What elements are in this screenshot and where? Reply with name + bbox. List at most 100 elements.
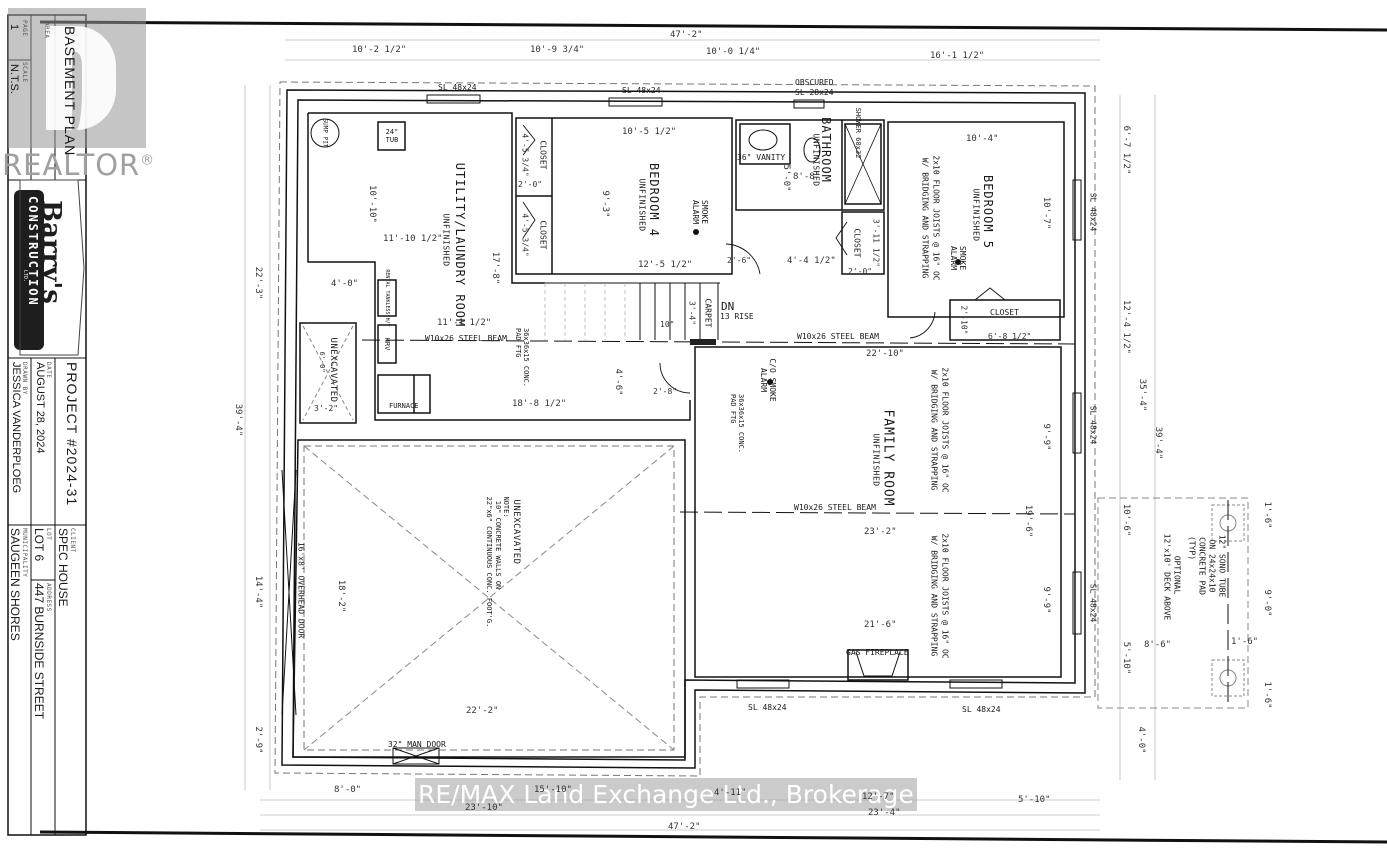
dim-left-2: 14'-4" xyxy=(253,575,263,609)
shower: SHOWER 60x32 xyxy=(854,107,862,159)
dim: 2'-0" xyxy=(848,267,873,276)
closet-label: CLOSET xyxy=(990,308,1019,317)
dim: 2'-6" xyxy=(727,256,752,265)
sheet-title: BASEMENT PLAN xyxy=(62,26,78,157)
stairs-tread: 10" xyxy=(660,320,675,329)
dim-bottom-overall: 47'-2" xyxy=(668,822,701,832)
date-value: AUGUST 28, 2024 xyxy=(34,362,46,454)
window-obscured-label: OBSCURED xyxy=(795,78,834,87)
vanity: 36" VANITY xyxy=(737,153,786,162)
conc-pad-footing: 36x36x15 CONC. PAD FTG xyxy=(514,328,530,388)
room-name: BEDROOM 5 xyxy=(981,174,995,250)
dim-right-2: 12'-4 1/2" xyxy=(1121,299,1131,355)
dim-right-5: 4'-0" xyxy=(1136,726,1146,754)
dim: 2'-10" xyxy=(959,305,969,335)
dim-deck-5: 8'-6" xyxy=(1144,640,1172,650)
window-right-2: SL 48x24 xyxy=(1088,405,1098,445)
dim: 4'-5 3/4" xyxy=(520,213,530,257)
tankless-water-heater: RENTAL TANKLESS H/T xyxy=(384,269,390,327)
room-status: UNFINISHED xyxy=(637,178,647,232)
dim: 21'-6" xyxy=(864,620,897,630)
municipality-value: SAUGEEN SHORES xyxy=(8,528,22,641)
room-name: UTILITY/LAUNDRY ROOM xyxy=(453,162,467,328)
joist-note-2: W/ BRIDGING AND STRAPPING xyxy=(929,369,939,491)
drawn-by-label: DRAWN BY xyxy=(21,362,28,395)
page-value: 1 xyxy=(8,24,20,31)
joist-note: 2x10 FLOOR JOISTS @ 16" OC xyxy=(940,533,950,659)
dim: 10'-7" xyxy=(1041,196,1051,230)
dim: 2'-8" xyxy=(653,387,678,396)
dim-deck-1: 1'-6" xyxy=(1262,501,1272,529)
client-label: CLIENT xyxy=(69,528,76,553)
dim: 9'-3" xyxy=(600,190,610,218)
dim: 23'-2" xyxy=(864,527,897,537)
smoke-alarm: SMOKE ALARM xyxy=(691,199,709,225)
dim-left-3: 2'-9" xyxy=(253,726,263,754)
joist-note-2: W/ BRIDGING AND STRAPPING xyxy=(920,157,930,279)
dim: 4'-5 3/4" xyxy=(520,133,530,177)
deck-note: CONCRETE PAD xyxy=(1197,537,1207,595)
dim-top-3: 10'-0 1/4" xyxy=(706,47,761,57)
dim: 19'-6" xyxy=(1023,504,1033,538)
dim: 9'-9" xyxy=(1041,423,1051,451)
steel-beam-label: W10x26 STEEL BEAM xyxy=(425,334,507,343)
deck-note: 12" SONO TUBE xyxy=(1217,534,1227,598)
dim: 2'-0" xyxy=(518,180,543,189)
hrv-unit: HRV xyxy=(383,337,391,351)
note: NOTE: xyxy=(502,496,510,518)
dim-bottom-3: 4'-11" xyxy=(714,788,747,798)
dim: 11'-10 1/2" xyxy=(383,234,443,244)
dim: 4'-6" xyxy=(613,368,623,396)
dim-bottom-right-half: 23'-4" xyxy=(868,808,901,818)
stairs-rise: 13 RISE xyxy=(720,312,754,321)
dim: 10'-10" xyxy=(367,185,377,223)
room-status: UNFINISHED xyxy=(441,213,451,267)
dim: 18'-2" xyxy=(336,579,346,613)
dim-bottom-5: 5'-10" xyxy=(1018,795,1051,805)
scale-value: N.T.S. xyxy=(8,64,20,94)
closet-label: CLOSET xyxy=(538,220,548,250)
address-label: ADDRESS xyxy=(45,583,52,612)
dim: 9'-9" xyxy=(1041,586,1051,614)
logo-subtitle: CONSTRUCTION xyxy=(26,196,40,307)
brokerage-watermark: RE/MAX Land Exchange Ltd., Brokerage xyxy=(415,778,917,811)
dim-deck-2: 9'-0" xyxy=(1262,589,1272,617)
dim: 17'-8" xyxy=(490,251,500,285)
dim-top-4: 16'-1 1/2" xyxy=(930,51,985,61)
closet-label: CLOSET xyxy=(538,140,548,170)
dim: 5'-0" xyxy=(781,164,791,192)
dim: 18'-8 1/2" xyxy=(512,399,567,409)
steel-beam-label: W10x26 STEEL BEAM xyxy=(794,503,876,512)
room-name: BEDROOM 4 xyxy=(647,162,661,238)
dim: 6'-0" xyxy=(318,351,326,373)
dim-right-mid: 35'-4" xyxy=(1137,378,1147,412)
laundry-tub: 24" TUB xyxy=(385,128,399,144)
conc-pad-footing: 36x36x15 CONC. PAD FTG xyxy=(729,394,745,454)
dim: 10'-4" xyxy=(966,134,999,144)
dim-right-1: 6'-7 1/2" xyxy=(1121,125,1131,175)
drawn-by-value: JESSICA VANDERPLOEG xyxy=(10,362,22,494)
room-name: UNEXCAVATED xyxy=(328,337,338,403)
dim-deck-4: 1'-6" xyxy=(1262,681,1272,709)
window-right-3: SL 48x24 xyxy=(1088,583,1098,623)
dim-deck-3: 1'-6" xyxy=(1231,637,1259,647)
dim-bottom-2: 15'-10" xyxy=(534,785,572,795)
co-smoke-alarm: C/O SMOKE ALARM xyxy=(759,358,777,402)
dim: 11'-1 1/2" xyxy=(437,318,492,328)
dim-right-overall: 39'-4" xyxy=(1153,426,1163,460)
deck-note: (TYP) xyxy=(1187,535,1197,561)
address-value: 447 BURNSIDE STREET xyxy=(32,583,46,720)
dim: 22'-10" xyxy=(866,349,904,359)
joist-note: 2x10 FLOOR JOISTS @ 16" OC xyxy=(940,367,950,493)
sump-pit: SUMP PIT xyxy=(321,118,329,148)
municipality-label: MUNICIPALITY xyxy=(21,528,28,578)
realtor-wordmark: REALTOR® xyxy=(2,148,156,182)
stairs-carpet: CARPET xyxy=(703,298,713,328)
dim: 22'-2" xyxy=(466,706,499,716)
dim-right-4: 5'-10" xyxy=(1121,641,1131,675)
stairs-width: 3'-4" xyxy=(687,300,697,326)
scale-label: SCALE xyxy=(21,62,28,83)
furnace: FURNACE xyxy=(389,402,419,410)
window-top-3: SL 28x24 xyxy=(795,88,834,97)
date-label: DATE xyxy=(45,362,52,379)
